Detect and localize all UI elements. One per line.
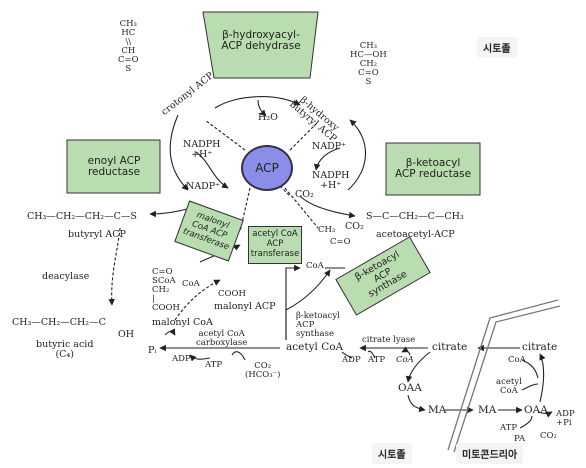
nadph-right: NADPH +H⁺ bbox=[312, 170, 350, 191]
hydroxyacyl-dehydrase-box bbox=[202, 11, 319, 79]
malonyl-coa-formula: C=O SCoA CH₂ | COOH bbox=[152, 267, 180, 313]
acetyl-coa: acetyl CoA bbox=[286, 341, 344, 353]
co2-hco3: CO₂ (HCO₃⁻) bbox=[245, 361, 281, 380]
butyryl-formula: CH₃—CH₂—CH₂—C—S bbox=[27, 211, 137, 222]
acetoacetyl-formula: S—C—CH₂—C—CH₃ bbox=[366, 211, 464, 222]
coa-b: CoA bbox=[306, 261, 324, 271]
cytosol-label-top: 시토졸 bbox=[477, 37, 517, 58]
co2-mito: CO₂ bbox=[540, 431, 557, 441]
adp: ADP bbox=[172, 354, 191, 364]
acetyl-ch3: CH₃ bbox=[318, 225, 336, 235]
ketoacyl-reductase-box bbox=[385, 142, 481, 196]
nadp-right: NADP⁺ bbox=[312, 141, 347, 152]
adp-pi-mito: ADP +Pi bbox=[556, 409, 575, 428]
acetoacetyl-acp-label: acetoacetyl-ACP bbox=[376, 229, 455, 240]
mitochondria-label: 미토콘드리아 bbox=[456, 443, 524, 464]
crotonyl-formula: CH₃ HC \\ CH C=O S bbox=[118, 19, 139, 74]
malonyl-acp-cooh: COOH bbox=[218, 289, 246, 299]
acetyl-transferase-box: acetyl CoA ACP transferase bbox=[248, 226, 302, 264]
ma-cytosol: MA bbox=[428, 404, 447, 416]
butyric-formula: CH₃—CH₂—CH₂—C bbox=[12, 317, 106, 328]
ma-mito: MA bbox=[478, 404, 497, 416]
butyryl-acp-label: butyryl ACP bbox=[68, 229, 126, 240]
co2-b: CO₂ bbox=[345, 221, 364, 232]
coa-mito: CoA bbox=[508, 355, 526, 365]
deacylase: deacylase bbox=[42, 271, 90, 282]
co2-a: CO₂ bbox=[295, 189, 314, 200]
coa-a: CoA bbox=[182, 279, 200, 289]
acetyl-c: C=O bbox=[330, 237, 351, 247]
butyric-acid-label: butyric acid (C₄) bbox=[36, 339, 94, 360]
atp: ATP bbox=[205, 360, 223, 370]
malonyl-acp-label: malonyl ACP bbox=[214, 301, 276, 312]
pa-mito: PA bbox=[514, 434, 526, 444]
ketoacyl-reductase-label: β-ketoacyl ACP reductase bbox=[394, 157, 472, 181]
butyric-oh: OH bbox=[118, 329, 135, 340]
citrate-lyase-atp: ATP bbox=[368, 355, 386, 365]
nadp-left: NADP⁺ bbox=[186, 181, 221, 192]
h2o: H₂O bbox=[258, 112, 278, 123]
malonyl-coa-label: malonyl CoA bbox=[152, 317, 213, 328]
atp-mito: ATP bbox=[500, 423, 518, 433]
acp-center-node: ACP bbox=[241, 145, 293, 191]
hydroxyacyl-dehydrase-label: β-hydroxyacyl- ACP dehydrase bbox=[221, 29, 301, 53]
acc-label: acetyl CoA carboxylase bbox=[196, 329, 248, 348]
oaa-cytosol: OAA bbox=[398, 382, 422, 394]
enoyl-reductase-label: enoyl ACP reductase bbox=[87, 155, 141, 179]
nadph-left: NADPH +H⁺ bbox=[183, 139, 221, 160]
citrate-lyase: citrate lyase bbox=[362, 335, 416, 345]
acetyl-coa-mito: acetyl CoA bbox=[496, 377, 522, 396]
pi: Pᵢ bbox=[148, 345, 157, 356]
enoyl-reductase-box bbox=[66, 139, 161, 194]
citrate-lyase-coa: CoA bbox=[396, 355, 414, 365]
citrate-lyase-adp: ADP bbox=[342, 355, 361, 365]
cytosol-label-bottom: 시토졸 bbox=[372, 443, 412, 464]
ketoreductase-arc bbox=[347, 119, 367, 191]
citrate-cytosol: citrate bbox=[432, 341, 468, 353]
enoyl-arc bbox=[169, 114, 189, 191]
ketoacyl-synthase-text: β-ketoacyl ACP synthase bbox=[296, 311, 340, 339]
dehydrase-arrow bbox=[214, 96, 301, 109]
hydroxybutyryl-formula: CH₃ HC—OH CH₂ C=O S bbox=[350, 41, 387, 87]
oaa-mito: OAA bbox=[524, 404, 548, 416]
citrate-mito: citrate bbox=[522, 341, 558, 353]
